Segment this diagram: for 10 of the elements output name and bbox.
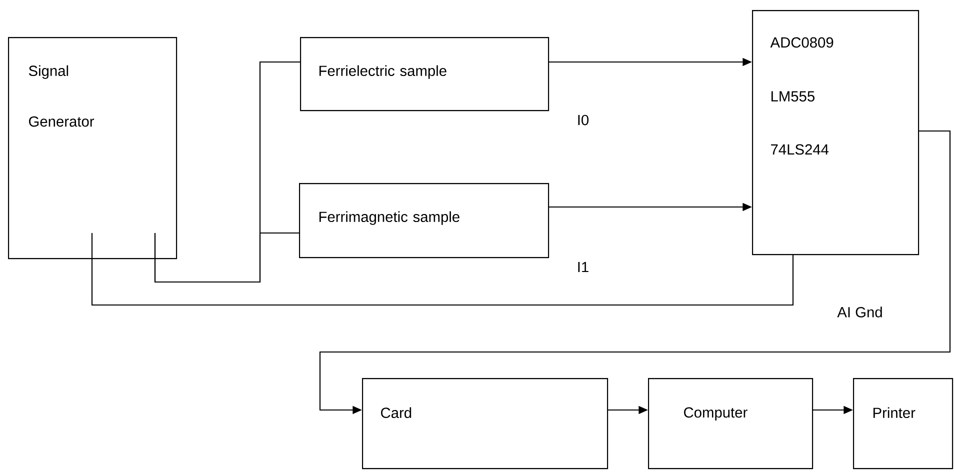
block-box: Ferrielectric sample [300,37,550,112]
edge-label: AI Gnd [836,305,884,319]
block-box: Signal Generator [8,37,178,260]
block-box: ADC0809 LM555 74LS244 [752,10,920,256]
block-box: Ferrimagnetic sample [299,183,550,258]
block-box: Printer [853,378,954,470]
block-box: Card [362,378,608,470]
block-box: Computer [648,378,814,470]
edge-label: I0 [576,113,590,127]
edge-label: I1 [576,260,590,274]
